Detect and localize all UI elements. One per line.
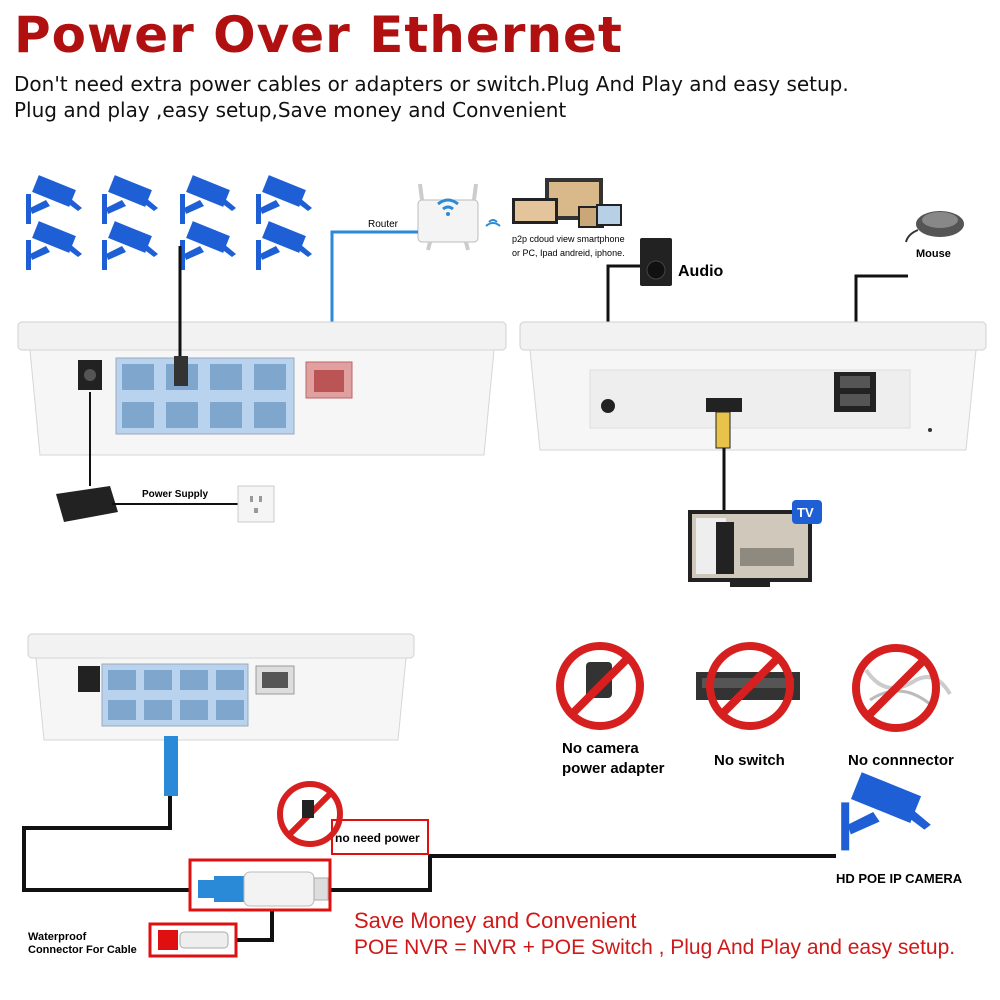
tv-badge: TV: [797, 505, 814, 520]
cctv-camera-icon: [102, 221, 158, 270]
p2p-label-1: p2p cdoud view smartphone: [512, 234, 625, 244]
cctv-camera-icon: [26, 221, 82, 270]
prohibited-icon: [560, 646, 640, 726]
footer-line-2: POE NVR = NVR + POE Switch , Plug And Pl…: [354, 936, 956, 959]
nvr-unit-left: [17, 321, 507, 456]
router-icon: [417, 183, 501, 251]
cctv-camera-icon: [256, 175, 312, 224]
cctv-camera-icon: [180, 175, 236, 224]
cctv-camera-icon: [180, 221, 236, 270]
power-adapter-icon: [56, 486, 118, 522]
no-switch-label: No switch: [714, 752, 785, 769]
devices-icon: [512, 178, 622, 228]
subtitle-line-1: Don't need extra power cables or adapter…: [14, 72, 849, 96]
hdmi-plug-icon: [706, 398, 742, 412]
audio-label: Audio: [678, 263, 724, 280]
footer-line-1: Save Money and Convenient: [354, 908, 637, 933]
no-camera-label-1: No camera: [562, 740, 639, 757]
nvr-unit-bottom: [27, 633, 415, 741]
nvr-unit-right: [519, 321, 987, 451]
power-supply-label: Power Supply: [142, 489, 209, 500]
rj45-plug-icon: [164, 736, 178, 796]
cctv-camera-icon: [256, 221, 312, 270]
p2p-label-2: or PC, Ipad andreid, iphone.: [512, 248, 625, 258]
camera-grid: [26, 175, 312, 270]
no-need-power-label: no need power: [335, 831, 420, 845]
router-label: Router: [368, 219, 399, 230]
no-connector-label: No connnector: [848, 752, 954, 769]
prohibited-icon: [856, 648, 952, 728]
no-camera-label-2: power adapter: [562, 760, 665, 777]
hd-camera-icon: [841, 772, 931, 851]
subtitle-line-2: Plug and play ,easy setup,Save money and…: [14, 98, 567, 122]
wall-outlet-icon: [237, 485, 275, 523]
hd-camera-label: HD POE IP CAMERA: [836, 871, 963, 886]
tv-icon: [688, 500, 822, 587]
cctv-camera-icon: [26, 175, 82, 224]
waterproof-label-1: Waterproof: [28, 931, 87, 943]
cctv-camera-icon: [102, 175, 158, 224]
waterproof-label-2: Connector For Cable: [28, 944, 137, 956]
rj45-plug-icon: [174, 356, 188, 386]
prohibited-icon: [696, 646, 800, 726]
mouse-label: Mouse: [916, 248, 951, 260]
page-title: Power Over Ethernet: [14, 6, 623, 64]
